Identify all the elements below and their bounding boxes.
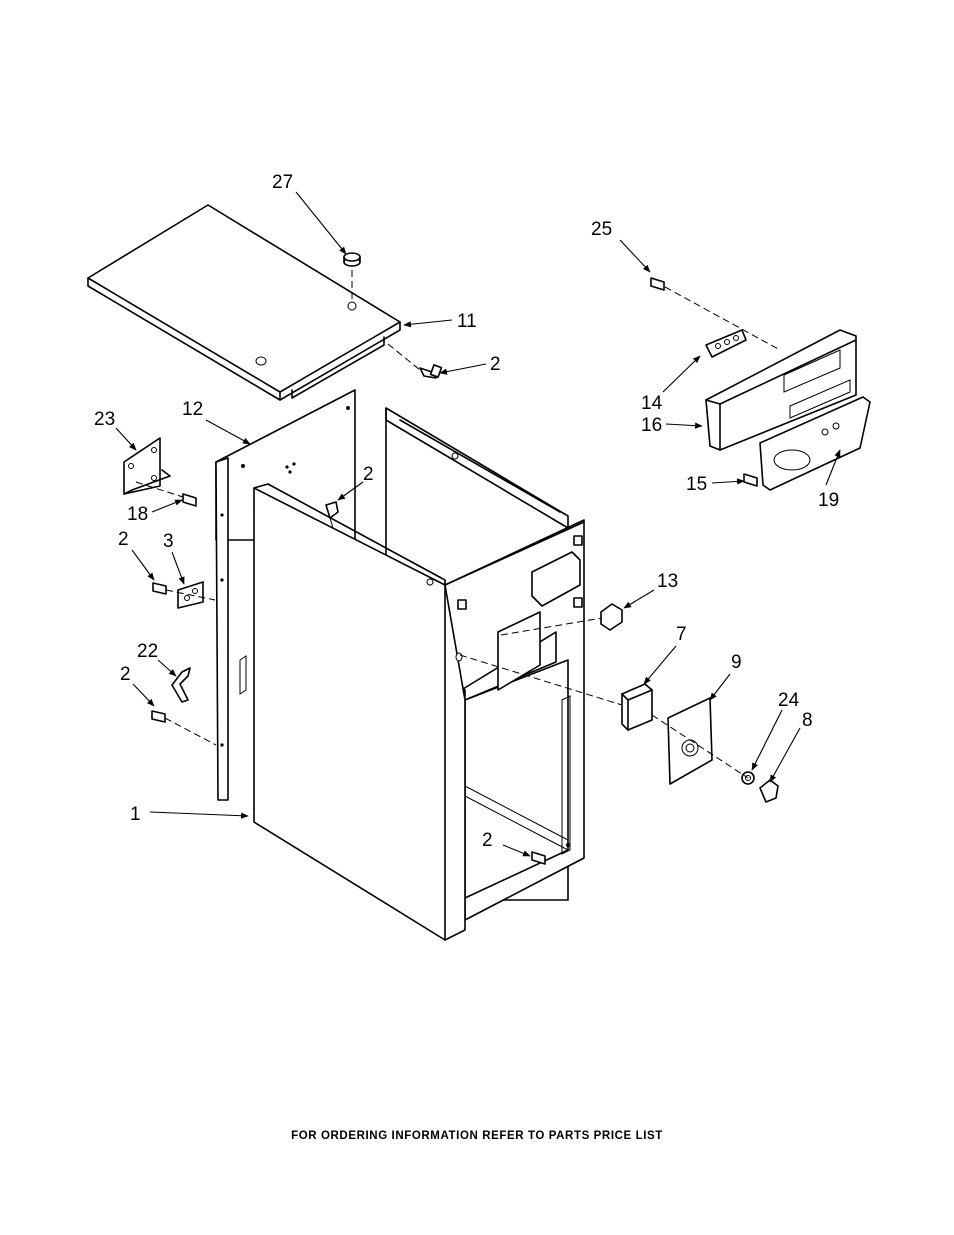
screw-lower	[151, 710, 166, 723]
screw-hinge	[152, 582, 167, 595]
callout-12: 12	[182, 399, 203, 420]
callout-13: 13	[657, 571, 678, 592]
cover-bumper	[343, 252, 361, 267]
callout-23: 23	[94, 409, 115, 430]
callout-19: 19	[818, 490, 839, 511]
callout-labels: 27 11 2 25 14 16 15 19 23 12 2 18 2 3 22…	[94, 172, 839, 851]
callout-2-bottom: 2	[482, 830, 493, 851]
screw-side-panel	[325, 501, 339, 529]
clip-part	[171, 667, 191, 703]
callout-leaders	[115, 191, 841, 857]
assembly-lines	[135, 270, 781, 779]
ordering-info-footer: FOR ORDERING INFORMATION REFER TO PARTS …	[291, 1130, 663, 1142]
console-panel	[705, 329, 857, 451]
switch-knob	[600, 603, 623, 631]
selector-switch	[621, 683, 653, 731]
screw-base	[531, 851, 546, 865]
mounting-bracket	[123, 437, 171, 495]
console-overlay	[759, 396, 871, 491]
callout-9: 9	[731, 652, 742, 673]
screw-console-top	[650, 277, 665, 291]
top-cover	[87, 204, 401, 401]
callout-16: 16	[641, 415, 662, 436]
callout-2-lower: 2	[120, 664, 131, 685]
callout-22: 22	[137, 641, 158, 662]
switch-mounting-plate	[667, 697, 713, 785]
callout-1: 1	[130, 804, 141, 825]
control-board	[705, 329, 747, 358]
callout-14: 14	[641, 393, 663, 414]
callout-2-top: 2	[490, 354, 501, 375]
callout-18: 18	[127, 504, 148, 525]
callout-7: 7	[676, 624, 687, 645]
cabinet-shell	[253, 407, 585, 941]
callout-8: 8	[802, 710, 813, 731]
side-panel	[215, 389, 356, 801]
screw-bracket	[182, 493, 197, 507]
callout-3: 3	[163, 531, 174, 552]
callout-11: 11	[457, 311, 477, 332]
callout-27: 27	[272, 172, 293, 193]
screw-top-cover	[419, 364, 443, 379]
control-knob	[759, 779, 779, 803]
screw-console-bottom	[743, 473, 758, 487]
callout-24: 24	[778, 690, 800, 711]
callout-2-left: 2	[118, 529, 129, 550]
callout-15: 15	[686, 474, 707, 495]
callout-25: 25	[591, 219, 612, 240]
callout-2-mid: 2	[363, 464, 374, 485]
